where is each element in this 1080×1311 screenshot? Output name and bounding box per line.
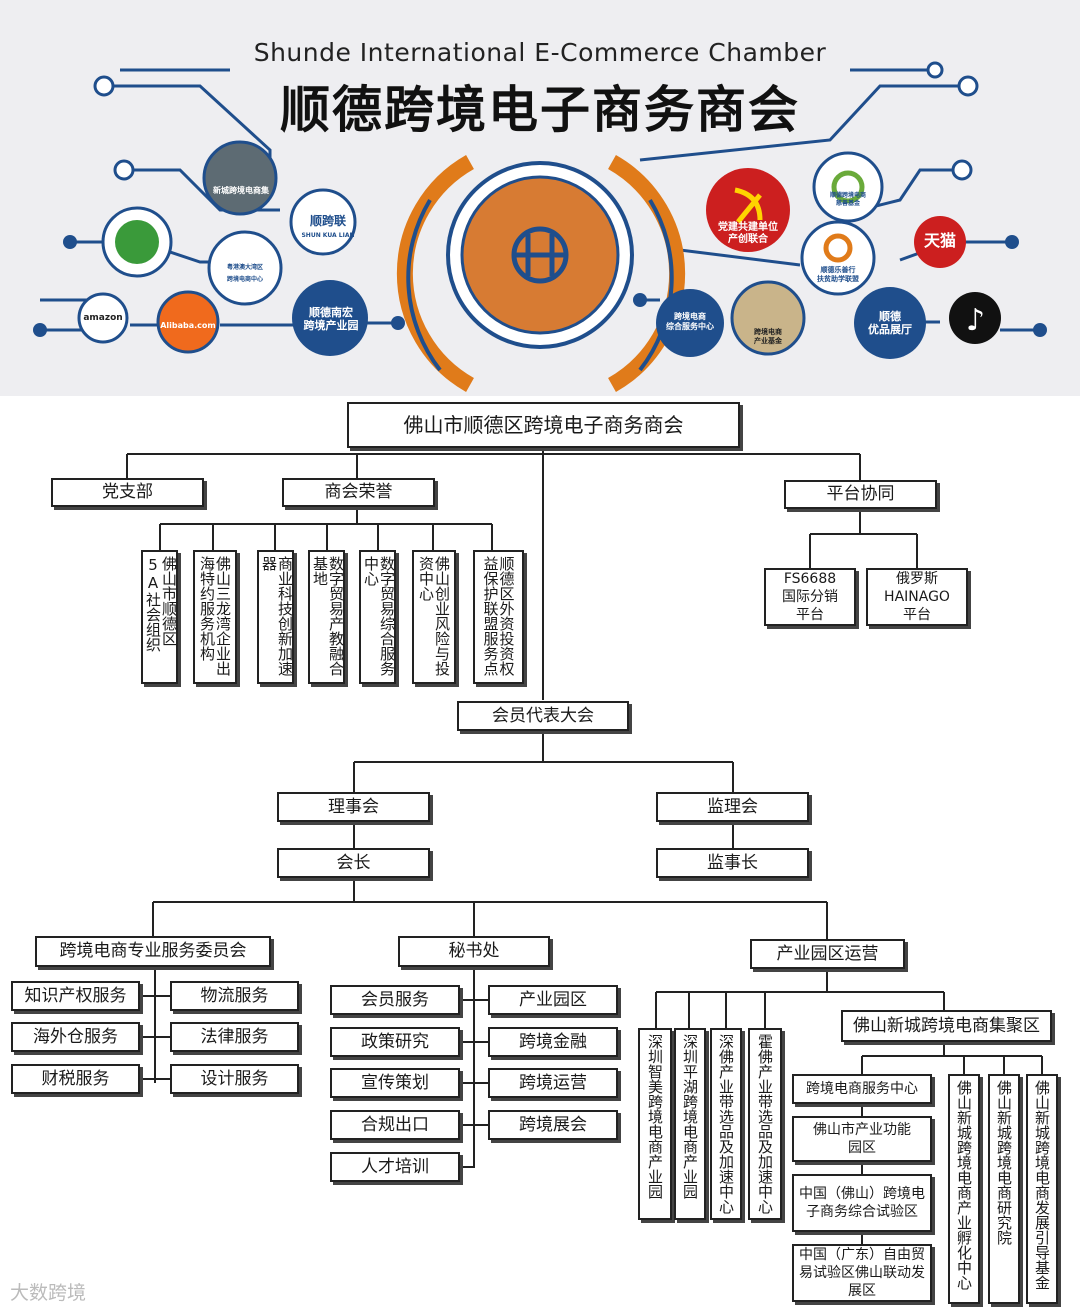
cluster-item: 佛山市产业功能园区: [792, 1116, 932, 1162]
committee-item: 知识产权服务: [11, 981, 140, 1011]
showroom-logo: [854, 287, 926, 359]
honor-item: 顺德区外资投资权益保护联盟服务点: [473, 550, 524, 684]
party-branch-box: 党支部: [51, 478, 204, 507]
building2-label: 粤港澳大湾区 跨境电商中心: [226, 264, 263, 283]
charity-fund-label: 顺德跨境电商 慈善基金: [829, 192, 866, 207]
secretariat-item: 会员服务: [330, 985, 460, 1015]
park-item: 深圳平湖跨境电商产业园: [674, 1028, 706, 1220]
park-ops-box: 产业园区运营: [750, 939, 905, 969]
svg-text:♪: ♪: [966, 303, 985, 338]
secretariat-item: 合规出口: [330, 1110, 460, 1140]
committee-item: 财税服务: [11, 1064, 140, 1094]
honor-item: 数字贸易产教融合基地: [308, 550, 345, 684]
committee-item: 设计服务: [170, 1064, 299, 1094]
tmall-logo: [914, 216, 966, 268]
supervisory-box: 监理会: [656, 792, 809, 822]
park-item: 深圳智美跨境电商产业园: [638, 1028, 672, 1220]
council-box: 理事会: [277, 792, 430, 822]
building1-logo: [202, 140, 278, 216]
amazon-label: amazon: [83, 313, 123, 323]
platform-item: FS6688 国际分销 平台: [764, 568, 856, 626]
shunkualian-logo: [289, 188, 357, 256]
secretariat-item: 产业园区: [488, 985, 618, 1015]
platform-item: 俄罗斯 HAINAGO 平台: [866, 568, 968, 626]
building1-label: 新城跨境电商集: [213, 186, 269, 195]
secretariat-item: 人才培训: [330, 1152, 460, 1182]
cluster-box: 佛山新城跨境电商集聚区: [841, 1010, 1052, 1042]
honor-item: 佛山市顺德区5A社会组织: [141, 550, 178, 684]
circuit-graphic: ♪: [33, 61, 1047, 392]
secretariat-box: 秘书处: [398, 936, 550, 967]
chamber-title-en: Shunde International E-Commerce Chamber: [253, 38, 827, 67]
cluster-item: 中国（广东）自由贸易试验区佛山联动发展区: [792, 1244, 932, 1302]
connector-lines: [126, 448, 1043, 1268]
honor-item: 佛山创业风险与投资中心: [412, 550, 456, 684]
nanhong-label: 顺德南宏 跨境产业园: [303, 306, 359, 332]
alibaba-logo: [156, 290, 220, 354]
secretariat-item: 跨境金融: [488, 1027, 618, 1057]
secretariat-item: 跨境展会: [488, 1110, 618, 1140]
honors-box: 商会荣誉: [282, 478, 435, 507]
fund-label: 跨境电商 产业基金: [754, 328, 782, 345]
fund-logo: [730, 280, 806, 356]
cluster-vertical-item: 佛山新城跨境电商发展引导基金: [1026, 1074, 1058, 1304]
tmall-label: 天猫: [923, 231, 956, 250]
org-chart: 佛山市顺德区跨境电子商务商会 党支部 商会荣誉 平台协同 佛山市顺德区5A社会组…: [0, 396, 1080, 1311]
park-item: 霍佛产业带选品及加速中心: [748, 1028, 782, 1220]
chamber-title-cn: 顺德跨境电子商务商会: [280, 81, 800, 139]
committee-box: 跨境电商专业服务委员会: [35, 936, 271, 967]
shunkualian-sub: SHUN KUA LIAN: [301, 232, 355, 239]
alibaba-label: Alibaba.com: [160, 321, 216, 330]
cluster-item: 中国（佛山）跨境电子商务综合试验区: [792, 1174, 932, 1232]
assembly-box: 会员代表大会: [457, 701, 629, 731]
secretariat-item: 宣传策划: [330, 1068, 460, 1098]
chamber-root-box: 佛山市顺德区跨境电子商务商会: [347, 402, 740, 448]
committee-item: 海外仓服务: [11, 1022, 140, 1052]
showroom-label: 顺德 优品展厅: [868, 310, 912, 336]
watermark: 大数跨境: [10, 1282, 87, 1304]
committee-item: 物流服务: [170, 981, 299, 1011]
honor-item: 数字贸易综合服务中心: [359, 550, 396, 684]
honor-item: 商业科技创新加速器: [257, 550, 294, 684]
building2-logo: [207, 230, 283, 306]
tiktok-logo: [949, 292, 1001, 344]
cluster-item: 跨境电商服务中心: [792, 1074, 932, 1104]
shunle-label: 顺德乐善行 扶贫助学联盟: [817, 266, 859, 283]
shunkualian-label: 顺跨联: [309, 214, 346, 228]
service-center-logo: [656, 289, 724, 357]
secretariat-item: 政策研究: [330, 1027, 460, 1057]
platform-box: 平台协同: [784, 480, 937, 509]
service-center-label: 跨境电商 综合服务中心: [666, 312, 714, 331]
secretariat-item: 跨境运营: [488, 1068, 618, 1098]
banner: ♪ Shunde International E-Commerce Chambe…: [0, 0, 1080, 396]
nanhong-logo: [292, 280, 368, 356]
charity-fund-logo: [812, 151, 884, 223]
cluster-vertical-item: 佛山新城跨境电商产业孵化中心: [948, 1074, 980, 1304]
party-label: 党建共建单位 产创联合: [718, 222, 778, 245]
committee-item: 法律服务: [170, 1022, 299, 1052]
president-box: 会长: [277, 848, 430, 878]
supervisor-chief-box: 监事长: [656, 848, 809, 878]
honor-item: 佛山三龙湾企业出海特约服务机构: [193, 550, 237, 684]
cluster-vertical-item: 佛山新城跨境电商研究院: [988, 1074, 1020, 1304]
amazon-logo: [77, 292, 129, 344]
park-item: 深佛产业带选品及加速中心: [710, 1028, 742, 1220]
